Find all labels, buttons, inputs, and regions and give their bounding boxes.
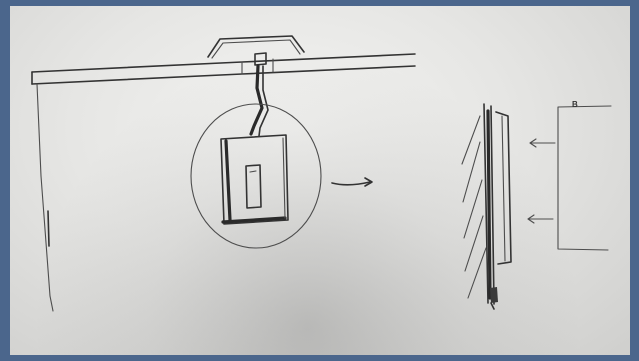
hand-sketch-diagram: B (10, 6, 630, 355)
ceiling-rail (32, 54, 415, 84)
wall-post (37, 84, 53, 311)
hanging-strap (251, 53, 268, 136)
side-view-panel (484, 104, 511, 309)
paper-sheet: B (10, 6, 630, 355)
incoming-arrows (528, 139, 555, 223)
detail-arrow (332, 178, 372, 186)
hanging-panel-device (221, 135, 288, 224)
wall-hatching (462, 116, 486, 298)
section-bracket (558, 106, 611, 250)
detail-circle (191, 104, 321, 248)
side-view-marker-label: B (572, 100, 578, 109)
